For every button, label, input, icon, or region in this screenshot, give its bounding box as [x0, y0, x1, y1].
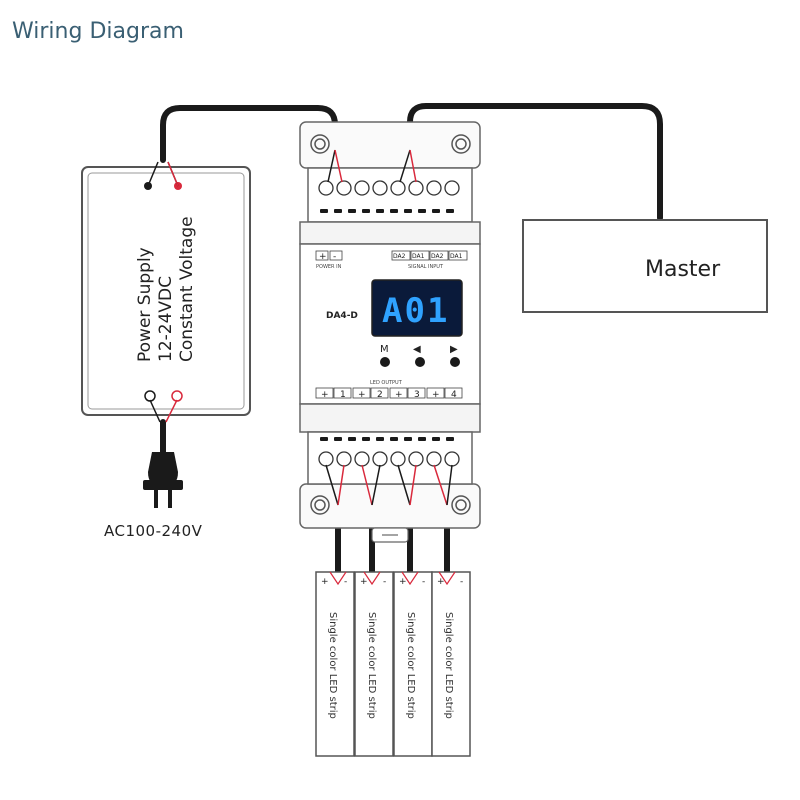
out-term-4: 2 [377, 390, 383, 400]
right-arrow-button[interactable] [450, 357, 460, 367]
left-arrow-button[interactable] [415, 357, 425, 367]
master-label: Master [645, 257, 721, 282]
led-strip-2-label: Single color LED strip [366, 612, 377, 719]
led-strip-4: + - Single color LED strip [431, 571, 471, 757]
power-in-plus-label: + [319, 252, 327, 262]
out-term-8: 4 [451, 390, 457, 400]
signal-terminal-1: DA2 [393, 253, 406, 260]
led-output-terminal-labels [315, 387, 463, 399]
out-term-3: + [358, 390, 366, 400]
top-terminal-screws [318, 180, 460, 196]
top-slot-row [320, 209, 454, 213]
left-button-label: ◀ [413, 344, 421, 355]
svg-text:+: + [321, 577, 329, 587]
ps-label-line1: Power Supply [135, 247, 155, 362]
signal-terminal-4: DA1 [450, 253, 463, 260]
led-strip-3: + - Single color LED strip [393, 571, 433, 757]
out-term-2: 1 [340, 390, 346, 400]
svg-text:+: + [437, 577, 445, 587]
page-title: Wiring Diagram [12, 19, 184, 44]
led-output-label: LED OUTPUT [370, 380, 403, 386]
led-strip-1: + - Single color LED strip [315, 571, 355, 757]
out-term-1: + [321, 390, 329, 400]
ac-voltage-label: AC100-240V [104, 522, 203, 540]
svg-text:-: - [460, 577, 463, 587]
controller-din-module: + - POWER IN DA2 DA1 DA2 DA1 SIGNAL INPU… [299, 121, 481, 543]
svg-text:-: - [344, 577, 347, 587]
out-term-7: + [432, 390, 440, 400]
signal-terminal-3: DA2 [431, 253, 444, 260]
svg-text:+: + [399, 577, 407, 587]
led-strip-2: + - Single color LED strip [354, 571, 394, 757]
power-in-label: POWER IN [316, 264, 342, 270]
signal-input-label: SIGNAL INPUT [408, 264, 444, 270]
led-strip-1-label: Single color LED strip [327, 612, 338, 719]
out-term-5: + [395, 390, 403, 400]
svg-text:-: - [383, 577, 386, 587]
menu-button[interactable] [380, 357, 390, 367]
lcd-readout: A01 [382, 291, 449, 331]
power-supply: Power Supply 12-24VDC Constant Voltage [81, 161, 251, 423]
signal-cable [407, 103, 663, 221]
ac-plug-icon [143, 452, 183, 508]
svg-text:+: + [360, 577, 368, 587]
power-in-minus-label: - [333, 252, 336, 262]
model-label: DA4-D [326, 311, 358, 321]
power-cable [160, 105, 338, 163]
right-button-label: ▶ [450, 344, 458, 355]
menu-button-label: M [380, 344, 389, 355]
led-strip-3-label: Single color LED strip [405, 612, 416, 719]
signal-terminal-2: DA1 [412, 253, 425, 260]
out-term-6: 3 [414, 390, 420, 400]
lcd-display [371, 279, 463, 337]
led-strip-4-label: Single color LED strip [443, 612, 454, 719]
ps-label-line2: 12-24VDC [156, 276, 176, 362]
ps-label-line3: Constant Voltage [177, 216, 197, 362]
master-device: Master [522, 219, 768, 313]
svg-text:-: - [422, 577, 425, 587]
bottom-slot-row [320, 437, 454, 441]
